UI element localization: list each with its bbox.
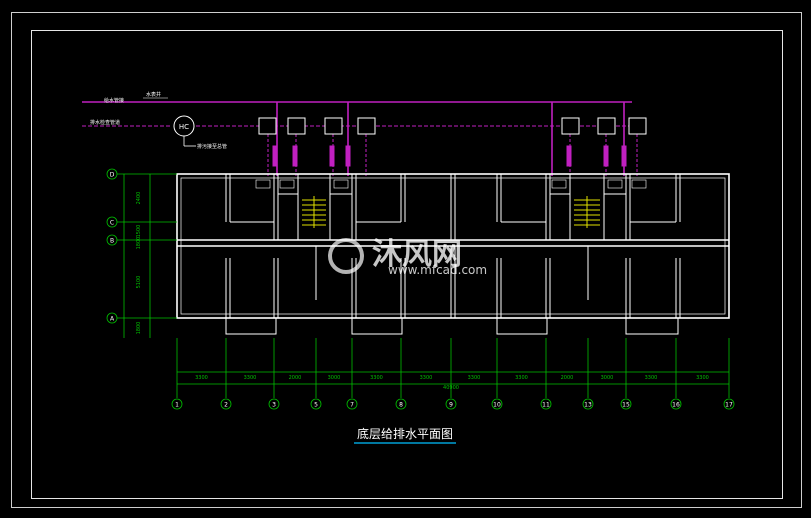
building-plan [176, 173, 730, 335]
axis-bubble-13 [582, 398, 594, 410]
axis-label-17: 17 [725, 402, 733, 409]
axis-bubble-5 [310, 398, 322, 410]
bay-dimension: 2000 [289, 375, 302, 381]
axis-bubble-17 [723, 398, 735, 410]
bay-dimension: 3000 [328, 375, 341, 381]
axis-label-A: A [110, 316, 115, 323]
axis-label-3: 3 [272, 402, 276, 409]
axis-label-13: 13 [584, 402, 592, 409]
stair-symbols [302, 196, 600, 228]
watermark-logo: 沐风网 www.mfcad.com [328, 237, 487, 277]
axis-bubble-D [106, 168, 118, 180]
drain-label: 排水检查管道 [90, 119, 120, 126]
inner-frame [31, 30, 783, 499]
axis-bubble-10 [491, 398, 503, 410]
axis-bubble-2 [220, 398, 232, 410]
inspection-wells [258, 117, 647, 135]
axis-bubble-11 [540, 398, 552, 410]
bay-dimension: 3300 [420, 375, 433, 381]
axis-label-10: 10 [493, 402, 501, 409]
vertical-dimension: 2400 [136, 192, 142, 205]
vertical-dimension: 1500 [136, 225, 142, 238]
dimension-lines [123, 174, 729, 385]
septic-tag: HC [179, 123, 189, 131]
axis-label-D: D [110, 172, 115, 179]
manhole-label: 排污接至总管 [197, 143, 227, 150]
stair-right [574, 196, 600, 228]
watermark-url: www.mfcad.com [388, 263, 487, 277]
supply-label: 给水管接 [104, 97, 124, 104]
axis-bubble-8 [395, 398, 407, 410]
vertical-dimension: 1800 [136, 237, 142, 250]
bay-dimension: 2000 [561, 375, 574, 381]
axis-label-15: 15 [622, 402, 630, 409]
axis-label-7: 7 [350, 402, 354, 409]
bay-dimension: 3300 [696, 375, 709, 381]
axis-bubble-C [106, 216, 118, 228]
vertical-axis-group: 1 2 3 5 7 8 9 10 11 13 15 16 17 3300 3300 2000 3000 3300 3… [171, 338, 735, 410]
total-dimension: 40900 [443, 385, 459, 391]
septic-tank-symbol: HC [173, 115, 196, 147]
axis-bubble-15 [620, 398, 632, 410]
axis-bubble-B [106, 234, 118, 246]
drawing-title: 底层给排水平面图 [357, 426, 453, 441]
axis-label-C: C [110, 220, 114, 227]
axis-label-11: 11 [542, 402, 550, 409]
bay-dimension: 3300 [195, 375, 208, 381]
axis-bubble-A [106, 312, 118, 324]
bay-dimension: 3300 [645, 375, 658, 381]
axis-label-16: 16 [672, 402, 680, 409]
bay-dimension: 3300 [515, 375, 528, 381]
supply-pipe-group [82, 101, 640, 176]
axis-label-2: 2 [224, 402, 228, 409]
axis-label-B: B [110, 238, 114, 245]
bay-dimension: 3000 [601, 375, 614, 381]
vertical-dimension: 5100 [136, 276, 142, 289]
axis-bubble-3 [268, 398, 280, 410]
axis-label-9: 9 [449, 402, 453, 409]
axis-label-5: 5 [314, 402, 318, 409]
axis-bubble-16 [670, 398, 682, 410]
outer-frame [11, 12, 802, 508]
axis-bubble-9 [445, 398, 457, 410]
stair-left [302, 196, 326, 228]
bay-dimension: 3300 [244, 375, 257, 381]
axis-bubble-7 [346, 398, 358, 410]
watermark-brand: 沐风网 [372, 237, 462, 272]
bay-dimension: 3300 [370, 375, 383, 381]
axis-label-1: 1 [175, 402, 179, 409]
supply-tag: 水表井 [146, 91, 161, 98]
vertical-dimension: 1800 [136, 322, 142, 335]
axis-label-8: 8 [399, 402, 403, 409]
bay-dimension: 3300 [468, 375, 481, 381]
axis-bubble-1 [171, 398, 183, 410]
